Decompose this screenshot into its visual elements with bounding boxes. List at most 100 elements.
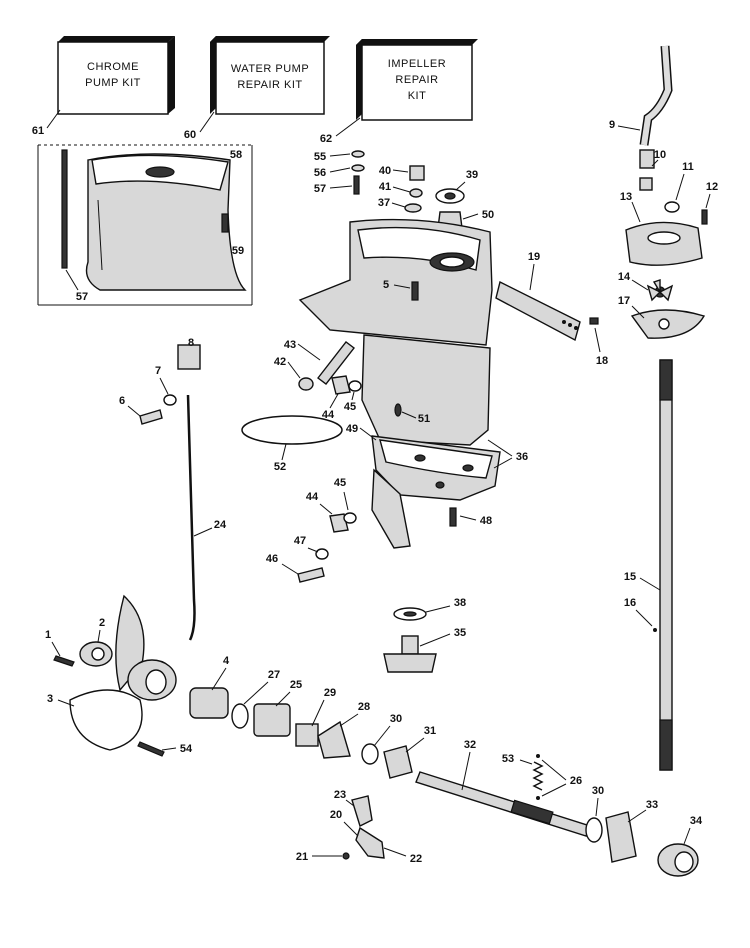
stud-57 (353, 175, 360, 195)
oring-11 (664, 201, 680, 213)
propeller-shaft-32 (415, 771, 591, 837)
forward-gear-28 (317, 720, 351, 759)
clutch-dog-31 (383, 745, 413, 779)
impeller-kit-line1: IMPELLER (388, 58, 446, 70)
gearcase-lower-housing (371, 435, 501, 549)
callout-45-upper: 45 (344, 401, 356, 413)
callout-36: 36 (516, 451, 528, 463)
callout-44-lower: 44 (306, 491, 319, 503)
callout-20: 20 (330, 809, 342, 821)
callout-10: 10 (654, 149, 666, 161)
callout-61: 61 (32, 125, 44, 137)
callout-30: 30 (390, 713, 402, 725)
callout-2: 2 (99, 617, 105, 629)
callout-34: 34 (690, 815, 703, 827)
bearing-25 (253, 703, 291, 737)
callout-57: 57 (314, 183, 326, 195)
callout-15: 15 (624, 571, 636, 583)
oring-27 (231, 703, 249, 729)
callout-56: 56 (314, 167, 326, 179)
callout-4: 4 (223, 655, 230, 667)
thrust-washer-30 (361, 743, 379, 765)
connector-8 (177, 344, 201, 370)
detent-ball-26a (536, 754, 540, 758)
screw-6 (139, 409, 163, 425)
washer-45-lower (343, 512, 357, 524)
callout-48: 48 (480, 515, 492, 527)
callout-18: 18 (596, 355, 608, 367)
pin-21 (342, 852, 350, 860)
pinion-hub-35 (401, 635, 419, 655)
callout-29: 29 (324, 687, 336, 699)
callout-7: 7 (155, 365, 161, 377)
callout-14: 14 (618, 271, 631, 283)
bushing-13-top (639, 177, 653, 191)
callout-16: 16 (624, 597, 636, 609)
callout-28: 28 (358, 701, 370, 713)
callout-41: 41 (379, 181, 391, 193)
seal-ring-52 (241, 415, 343, 445)
chrome-pump-inset (37, 144, 253, 306)
pin-16 (653, 628, 657, 632)
callout-23: 23 (334, 789, 346, 801)
washer-56 (351, 164, 365, 172)
callout-24: 24 (214, 519, 227, 531)
callout-21: 21 (296, 851, 308, 863)
screw-59 (221, 213, 229, 233)
screw-12 (701, 209, 708, 225)
callout-40: 40 (379, 165, 391, 177)
callout-13: 13 (620, 191, 632, 203)
bearing-29 (295, 723, 319, 747)
screw-46 (297, 567, 325, 583)
callout-27: 27 (268, 669, 280, 681)
impeller-kit-line3: KIT (408, 90, 427, 102)
chrome-pump-kit-line1: CHROME (87, 61, 139, 73)
thrust-washer-30b (585, 817, 603, 843)
nut-7 (163, 394, 177, 406)
callout-22: 22 (410, 853, 422, 865)
detent-ball-26b (536, 796, 540, 800)
impeller-kit-line2: REPAIR (395, 74, 438, 86)
callout-38: 38 (454, 597, 466, 609)
washer-45-upper (348, 380, 362, 392)
callout-19: 19 (528, 251, 540, 263)
callout-60: 60 (184, 129, 196, 141)
drive-shaft-15 (659, 359, 673, 771)
callout-42: 42 (274, 356, 286, 368)
water-pump-kit-line2: REPAIR KIT (237, 79, 302, 91)
callout-54: 54 (180, 743, 193, 755)
spring-53 (532, 761, 544, 791)
chrome-pump-kit-box: CHROME PUMP KIT (57, 36, 175, 115)
callout-8: 8 (188, 337, 194, 349)
callout-44-upper: 44 (322, 409, 335, 421)
pinion-gear-35 (383, 653, 437, 673)
stud-57-inset (61, 149, 68, 269)
callout-30b: 30 (592, 785, 604, 797)
water-pump-repair-kit-box: WATER PUMP REPAIR KIT (210, 36, 330, 115)
callout-52: 52 (274, 461, 286, 473)
water-pump-kit-line1: WATER PUMP (231, 63, 309, 75)
washer-47 (315, 548, 329, 560)
callout-31: 31 (424, 725, 436, 737)
callout-35: 35 (454, 627, 466, 639)
callout-26: 26 (570, 775, 582, 787)
callout-3: 3 (47, 693, 53, 705)
callout-17: 17 (618, 295, 630, 307)
screw-44-upper (331, 375, 351, 395)
gearcase-upper-housing (298, 218, 493, 446)
callout-43: 43 (284, 339, 296, 351)
callout-1: 1 (45, 629, 51, 641)
bushing-40 (409, 165, 425, 181)
plug-42 (298, 377, 314, 391)
callout-37: 37 (378, 197, 390, 209)
chrome-pump-housing (85, 153, 247, 291)
trim-plate-19 (495, 280, 581, 342)
bearing-housing-4 (189, 687, 229, 719)
reverse-gear-33 (605, 811, 637, 863)
callout-59: 59 (232, 245, 244, 257)
impeller-repair-kit-box: IMPELLER REPAIR KIT (356, 39, 478, 121)
callout-32: 32 (464, 739, 476, 751)
callout-47: 47 (294, 535, 306, 547)
shift-lever-22 (355, 826, 385, 859)
callout-6: 6 (119, 395, 125, 407)
